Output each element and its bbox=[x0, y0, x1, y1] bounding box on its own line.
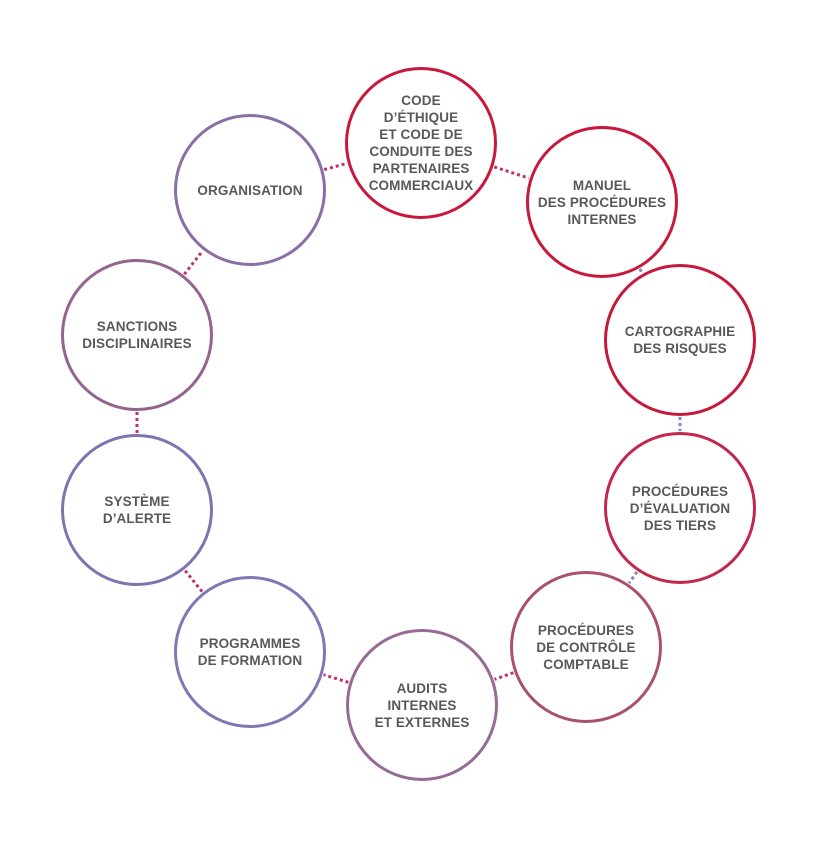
node-label-systeme-alerte: SYSTÈME D’ALERTE bbox=[102, 494, 172, 526]
node-code-ethique: CODE D’ÉTHIQUE ET CODE DE CONDUITE DES P… bbox=[345, 67, 497, 219]
node-sanctions: SANCTIONS DISCIPLINAIRES bbox=[61, 259, 213, 411]
connector-controle-comptable-to-audits bbox=[494, 671, 514, 681]
node-cartographie-risques: CARTOGRAPHIE DES RISQUES bbox=[604, 264, 756, 416]
node-label-programmes-formation: PROGRAMMES DE FORMATION bbox=[197, 636, 303, 668]
connector-programmes-formation-to-systeme-alerte bbox=[183, 569, 204, 593]
node-label-controle-comptable: PROCÉDURES DE CONTRÔLE COMPTABLE bbox=[536, 622, 636, 672]
node-label-code-ethique: CODE D’ÉTHIQUE ET CODE DE CONDUITE DES P… bbox=[368, 93, 474, 193]
node-programmes-formation: PROGRAMMES DE FORMATION bbox=[174, 576, 326, 728]
connector-audits-to-programmes-formation bbox=[323, 673, 349, 684]
connector-organisation-to-code-ethique bbox=[323, 161, 348, 172]
node-controle-comptable: PROCÉDURES DE CONTRÔLE COMPTABLE bbox=[510, 571, 662, 723]
node-systeme-alerte: SYSTÈME D’ALERTE bbox=[61, 434, 213, 586]
node-label-sanctions: SANCTIONS DISCIPLINAIRES bbox=[82, 319, 192, 351]
node-manuel-procedures: MANUEL DES PROCÉDURES INTERNES bbox=[526, 126, 678, 278]
node-evaluation-tiers: PROCÉDURES D’ÉVALUATION DES TIERS bbox=[604, 432, 756, 584]
node-label-organisation: ORGANISATION bbox=[197, 182, 303, 198]
connector-sanctions-to-organisation bbox=[183, 249, 204, 276]
connector-code-ethique-to-manuel-procedures bbox=[493, 165, 530, 180]
node-label-evaluation-tiers: PROCÉDURES D’ÉVALUATION DES TIERS bbox=[629, 483, 731, 533]
node-label-cartographie-risques: CARTOGRAPHIE DES RISQUES bbox=[624, 324, 736, 356]
node-label-manuel-procedures: MANUEL DES PROCÉDURES INTERNES bbox=[537, 177, 667, 227]
node-audits: AUDITS INTERNES ET EXTERNES bbox=[346, 629, 498, 781]
connector-evaluation-tiers-to-controle-comptable bbox=[627, 570, 639, 585]
connector-manuel-procedures-to-cartographie-risques bbox=[638, 268, 644, 274]
node-label-audits: AUDITS INTERNES ET EXTERNES bbox=[374, 680, 470, 730]
node-organisation: ORGANISATION bbox=[174, 114, 326, 266]
